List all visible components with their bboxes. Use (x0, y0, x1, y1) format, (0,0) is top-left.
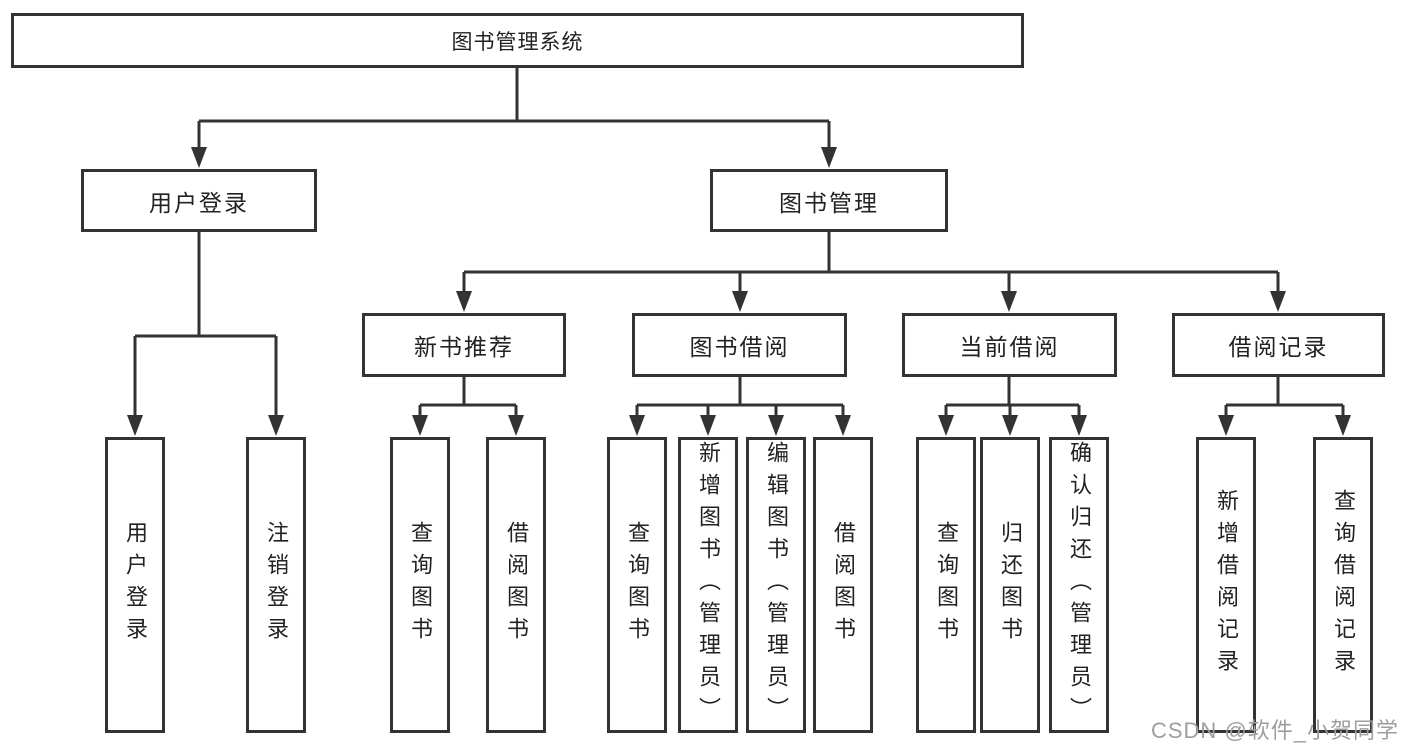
leaf-add-borrow-record: 新增借阅记录 (1196, 437, 1256, 733)
arrow-down-icon (938, 415, 954, 436)
arrow-down-icon (1335, 415, 1351, 436)
leaf-label: 编辑图书（管理员） (764, 441, 789, 729)
arrow-down-icon (412, 415, 428, 436)
leaf-borrow-books-recommend: 借阅图书 (486, 437, 546, 733)
arrow-down-icon (1270, 291, 1286, 312)
leaf-label: 查询图书 (625, 521, 650, 649)
leaf-label: 新增图书（管理员） (696, 441, 721, 729)
leaf-label: 查询图书 (408, 521, 433, 649)
leaf-label: 确认归还（管理员） (1067, 441, 1092, 729)
leaf-query-books-current: 查询图书 (916, 437, 976, 733)
leaf-borrow-books: 借阅图书 (813, 437, 873, 733)
leaf-add-book-admin: 新增图书（管理员） (678, 437, 738, 733)
arrow-down-icon (1218, 415, 1234, 436)
arrow-down-icon (127, 415, 143, 436)
arrow-down-icon (1001, 291, 1017, 312)
watermark: CSDN @软件_小贺同学 (1150, 718, 1399, 743)
connector-path (133, 68, 1345, 420)
arrow-down-icon (732, 291, 748, 312)
arrowheads (127, 147, 1351, 436)
leaf-label: 用户登录 (123, 521, 148, 649)
arrow-down-icon (1071, 415, 1087, 436)
leaf-label: 注销登录 (264, 521, 289, 649)
node-library-system: 图书管理系统 (11, 13, 1024, 68)
leaf-confirm-return-admin: 确认归还（管理员） (1049, 437, 1109, 733)
node-book-borrowing: 图书借阅 (632, 313, 847, 377)
leaf-query-borrow-record: 查询借阅记录 (1313, 437, 1373, 733)
node-book-management: 图书管理 (710, 169, 948, 232)
arrow-down-icon (508, 415, 524, 436)
leaf-label: 借阅图书 (831, 521, 856, 649)
arrow-down-icon (821, 147, 837, 168)
node-label: 新书推荐 (414, 334, 514, 360)
node-label: 图书管理 (779, 189, 879, 216)
arrow-down-icon (191, 147, 207, 168)
leaf-query-books-recommend: 查询图书 (390, 437, 450, 733)
leaf-edit-book-admin: 编辑图书（管理员） (746, 437, 806, 733)
node-label: 当前借阅 (959, 334, 1060, 360)
arrow-down-icon (835, 415, 851, 436)
leaf-user-login: 用户登录 (105, 437, 165, 733)
leaf-label: 查询借阅记录 (1331, 489, 1356, 681)
arrow-down-icon (456, 291, 472, 312)
arrow-down-icon (268, 415, 284, 436)
node-user-login: 用户登录 (81, 169, 317, 232)
leaf-label: 借阅图书 (504, 521, 529, 649)
node-new-book-recommend: 新书推荐 (362, 313, 566, 377)
node-label: 借阅记录 (1228, 334, 1329, 360)
leaf-query-books-borrowing: 查询图书 (607, 437, 667, 733)
arrow-down-icon (700, 415, 716, 436)
node-label: 图书管理系统 (451, 30, 584, 54)
leaf-logout: 注销登录 (246, 437, 306, 733)
leaf-label: 归还图书 (998, 521, 1023, 649)
arrow-down-icon (768, 415, 784, 436)
leaf-label: 查询图书 (934, 521, 959, 649)
arrow-down-icon (1002, 415, 1018, 436)
node-label: 图书借阅 (689, 334, 790, 360)
leaf-return-books: 归还图书 (980, 437, 1040, 733)
node-borrowing-records: 借阅记录 (1172, 313, 1385, 377)
node-current-borrowing: 当前借阅 (902, 313, 1117, 377)
leaf-label: 新增借阅记录 (1214, 489, 1239, 681)
node-label: 用户登录 (149, 189, 249, 216)
arrow-down-icon (629, 415, 645, 436)
